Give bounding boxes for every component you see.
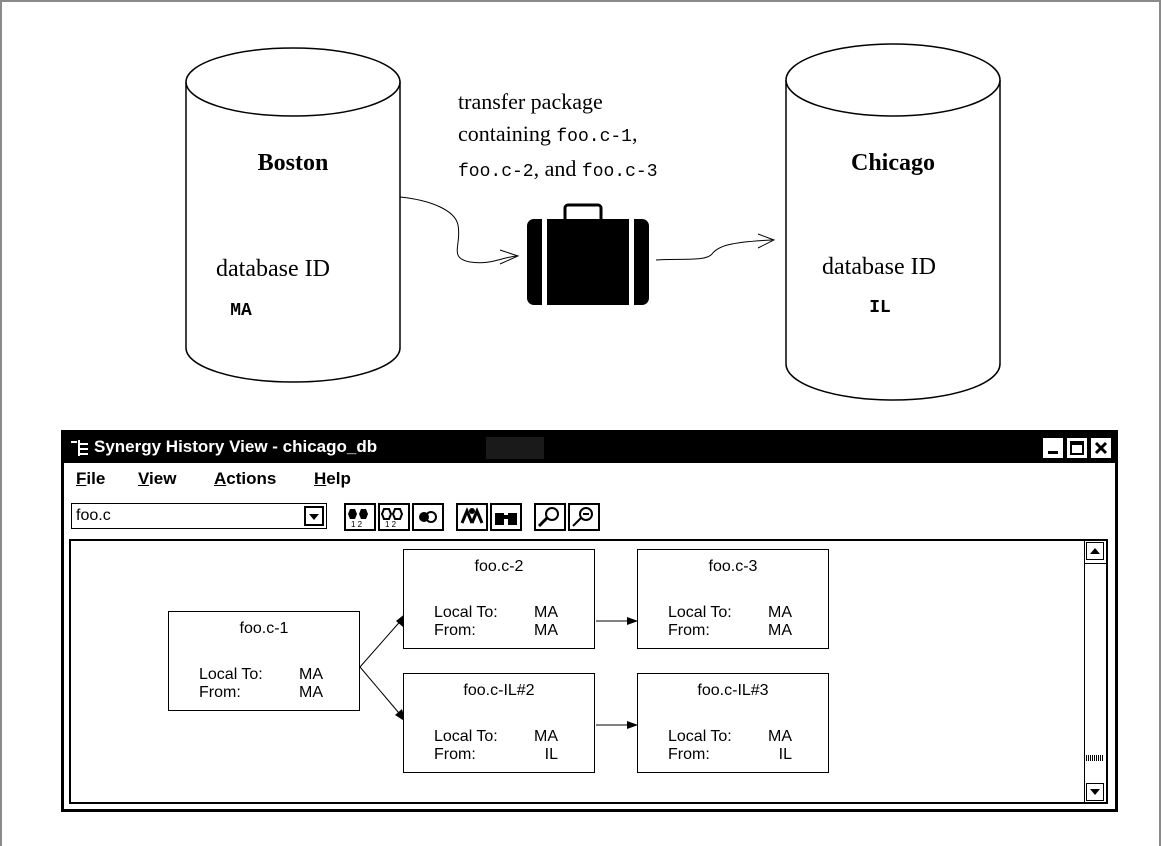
boston-cylinder-icon xyxy=(185,47,401,383)
from-value: MA xyxy=(768,622,792,639)
scroll-down-button[interactable] xyxy=(1086,783,1104,801)
diagram-graphics xyxy=(185,43,1001,401)
compare-button-1[interactable]: 1 2 xyxy=(344,503,376,531)
compare-button-2[interactable]: 1 2 xyxy=(378,503,410,531)
local-to-label: Local To: xyxy=(199,666,263,683)
history-canvas[interactable]: foo.c-1 Local To: MA From: MA foo.c-2 Loca… xyxy=(69,539,1108,804)
menu-help[interactable]: Help xyxy=(314,469,351,488)
boston-db-id-label: database ID xyxy=(216,256,330,282)
chevron-up-icon xyxy=(1090,548,1100,554)
window-title: Synergy History View - chicago_db xyxy=(94,437,378,456)
local-to-label: Local To: xyxy=(434,728,498,745)
arrow-package-to-chicago xyxy=(655,239,773,261)
synergy-history-window: Synergy History View - chicago_db File V… xyxy=(61,430,1118,812)
local-to-value: MA xyxy=(768,604,792,621)
chicago-db-id-label: database ID xyxy=(822,254,936,280)
chicago-db-name: Chicago xyxy=(851,150,935,176)
arrow-boston-to-package xyxy=(399,196,517,264)
local-to-value: MA xyxy=(299,666,323,683)
compare-icon: 1 2 xyxy=(348,509,368,529)
suitcase-icon xyxy=(527,203,649,305)
find-button[interactable] xyxy=(456,503,488,531)
object-combo[interactable]: foo.c xyxy=(71,503,327,529)
svg-text:1 2: 1 2 xyxy=(385,520,397,529)
local-to-label: Local To: xyxy=(668,728,732,745)
toolbar: foo.c 1 2 1 2 xyxy=(64,497,1115,537)
caption-line-1: transfer package xyxy=(458,89,603,114)
from-value: MA xyxy=(534,622,558,639)
close-icon xyxy=(1094,441,1108,455)
version-name: foo.c-IL#2 xyxy=(463,682,535,699)
version-name: foo.c-IL#3 xyxy=(697,682,769,699)
title-bar-blank xyxy=(486,437,544,459)
find-icon xyxy=(460,507,484,524)
version-name: foo.c-3 xyxy=(708,558,758,575)
group-icon xyxy=(419,511,437,523)
local-to-value: MA xyxy=(534,604,558,621)
version-node[interactable]: foo.c-2 Local To: MA From: MA xyxy=(403,549,595,649)
chicago-db-id: IL xyxy=(869,298,891,318)
maximize-button[interactable] xyxy=(1067,438,1087,458)
minimize-icon xyxy=(1048,451,1058,454)
binoculars-button[interactable] xyxy=(490,503,522,531)
history-tree-icon xyxy=(71,440,88,456)
version-node[interactable]: foo.c-1 Local To: MA From: MA xyxy=(168,611,360,711)
vertical-scrollbar[interactable] xyxy=(1084,541,1106,802)
combo-dropdown-button[interactable] xyxy=(304,506,324,526)
version-name: foo.c-1 xyxy=(239,620,289,637)
chevron-down-icon xyxy=(1090,789,1100,795)
caption-line-2: containing foo.c-1, xyxy=(458,121,638,147)
transfer-diagram: Boston database ID MA Chicago database I… xyxy=(0,0,1161,420)
zoom-out-icon xyxy=(572,507,593,527)
menu-view[interactable]: View xyxy=(138,469,177,488)
scroll-thumb-grip[interactable] xyxy=(1086,755,1104,761)
from-label: From: xyxy=(668,746,710,763)
version-node[interactable]: foo.c-IL#2 Local To: MA From: IL xyxy=(403,673,595,773)
version-node[interactable]: foo.c-IL#3 Local To: MA From: IL xyxy=(637,673,829,773)
title-bar[interactable]: Synergy History View - chicago_db xyxy=(64,433,1115,463)
chicago-cylinder-icon xyxy=(785,43,1001,401)
chevron-down-icon xyxy=(309,514,319,520)
menu-bar: File View Actions Help xyxy=(64,465,1115,495)
from-value: MA xyxy=(299,684,323,701)
from-value: IL xyxy=(778,746,792,763)
close-button[interactable] xyxy=(1091,438,1111,458)
zoom-out-button[interactable] xyxy=(568,503,600,531)
scroll-track-top xyxy=(1085,563,1106,564)
from-label: From: xyxy=(434,746,476,763)
compare-icon: 1 2 xyxy=(380,508,404,529)
menu-file[interactable]: File xyxy=(76,469,106,488)
local-to-label: Local To: xyxy=(434,604,498,621)
version-node[interactable]: foo.c-3 Local To: MA From: MA xyxy=(637,549,829,649)
from-value: IL xyxy=(544,746,558,763)
object-combo-value: foo.c xyxy=(76,507,111,524)
from-label: From: xyxy=(199,684,241,701)
local-to-label: Local To: xyxy=(668,604,732,621)
scroll-up-button[interactable] xyxy=(1086,542,1104,560)
menu-actions[interactable]: Actions xyxy=(214,469,277,488)
version-name: foo.c-2 xyxy=(474,558,524,575)
svg-text:1 2: 1 2 xyxy=(351,520,363,529)
from-label: From: xyxy=(434,622,476,639)
transfer-caption: transfer package containing foo.c-1, foo… xyxy=(458,86,658,188)
from-label: From: xyxy=(668,622,710,639)
boston-db-name: Boston xyxy=(257,150,329,176)
boston-db-id: MA xyxy=(230,301,252,321)
group-button[interactable] xyxy=(412,503,444,531)
zoom-in-icon xyxy=(537,507,559,528)
maximize-icon xyxy=(1070,441,1084,455)
local-to-value: MA xyxy=(534,728,558,745)
caption-line-3: foo.c-2, and foo.c-3 xyxy=(458,156,658,182)
binoculars-icon xyxy=(495,513,517,525)
minimize-button[interactable] xyxy=(1043,438,1063,458)
zoom-in-button[interactable] xyxy=(534,503,566,531)
local-to-value: MA xyxy=(768,728,792,745)
